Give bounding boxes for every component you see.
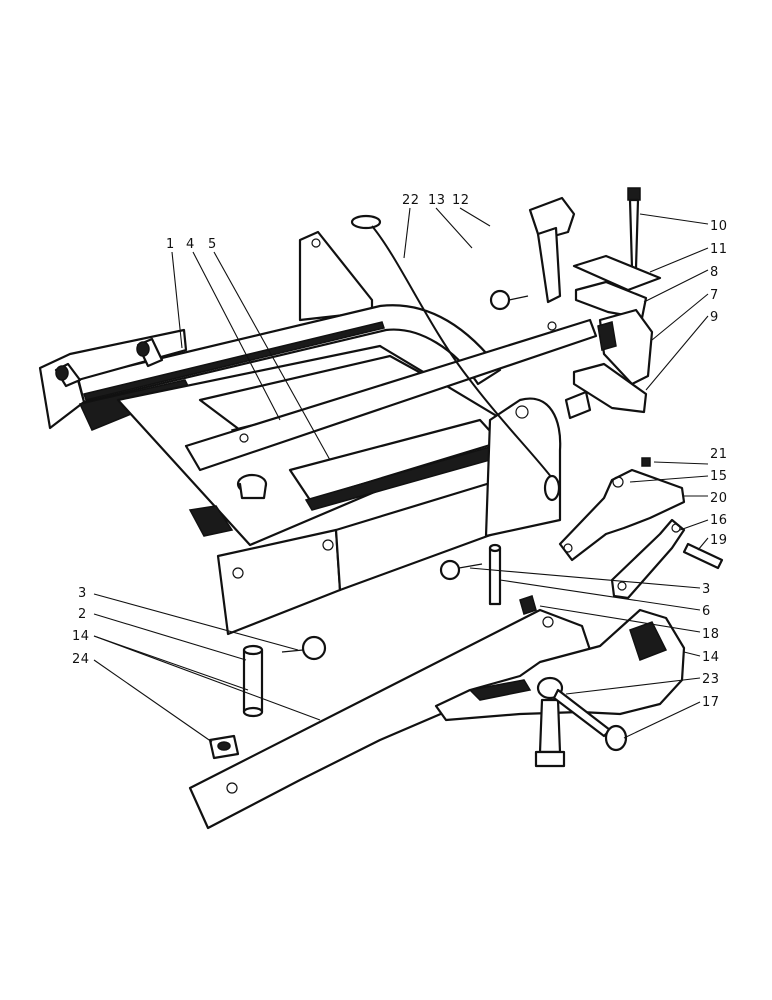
callout-10: 10 <box>710 219 728 234</box>
t-handle-pin <box>528 196 576 304</box>
clamp-7 <box>597 308 654 386</box>
callout-7: 7 <box>710 288 719 303</box>
ball-pin-right <box>439 559 483 581</box>
bolt-23 <box>534 676 566 768</box>
callout-16: 16 <box>710 513 728 528</box>
callout-2: 2 <box>78 607 87 622</box>
callout-19: 19 <box>710 533 728 548</box>
plate-11 <box>572 254 662 292</box>
callout-21: 21 <box>710 447 728 462</box>
callout-13: 13 <box>428 193 446 208</box>
ball-pin-upper <box>489 289 529 311</box>
rear-plate-hole <box>311 238 321 248</box>
callout-17: 17 <box>702 695 720 710</box>
link-bracket-15 <box>558 468 686 562</box>
callout-9: 9 <box>710 310 719 325</box>
callout-18: 18 <box>702 627 720 642</box>
callout-5: 5 <box>208 237 217 252</box>
long-bar <box>184 318 598 472</box>
callout-12: 12 <box>452 193 470 208</box>
callout-11: 11 <box>710 242 728 257</box>
spring-21 <box>641 457 651 467</box>
rear-upright-plate <box>298 230 374 322</box>
callout-8: 8 <box>710 265 719 280</box>
callout-22: 22 <box>402 193 420 208</box>
long-bar-hole <box>547 321 557 331</box>
callout-3-left: 3 <box>78 586 87 601</box>
cable <box>371 225 553 479</box>
leader-lines <box>93 207 709 743</box>
callout-4: 4 <box>186 237 195 252</box>
pin-19 <box>682 542 724 570</box>
callout-14-left: 14 <box>72 629 90 644</box>
cable-ring-bottom <box>543 474 561 502</box>
callout-14-right: 14 <box>702 650 720 665</box>
block-9 <box>572 362 648 414</box>
pin-6 <box>488 543 502 606</box>
callout-23: 23 <box>702 672 720 687</box>
pin-2 <box>242 644 264 718</box>
hook-18 <box>434 608 686 722</box>
bolt-10 <box>627 187 641 270</box>
callout-1: 1 <box>166 237 175 252</box>
callout-3-right: 3 <box>702 582 711 597</box>
pin-17 <box>552 688 628 752</box>
callout-6: 6 <box>702 604 711 619</box>
callout-20: 20 <box>710 491 728 506</box>
long-bar-hole <box>239 433 249 443</box>
cable-ring-top <box>350 214 382 230</box>
callout-15: 15 <box>710 469 728 484</box>
callout-24: 24 <box>72 652 90 667</box>
nut-24 <box>208 734 240 760</box>
ball-pin-left <box>281 635 327 661</box>
lever-16 <box>610 518 686 600</box>
